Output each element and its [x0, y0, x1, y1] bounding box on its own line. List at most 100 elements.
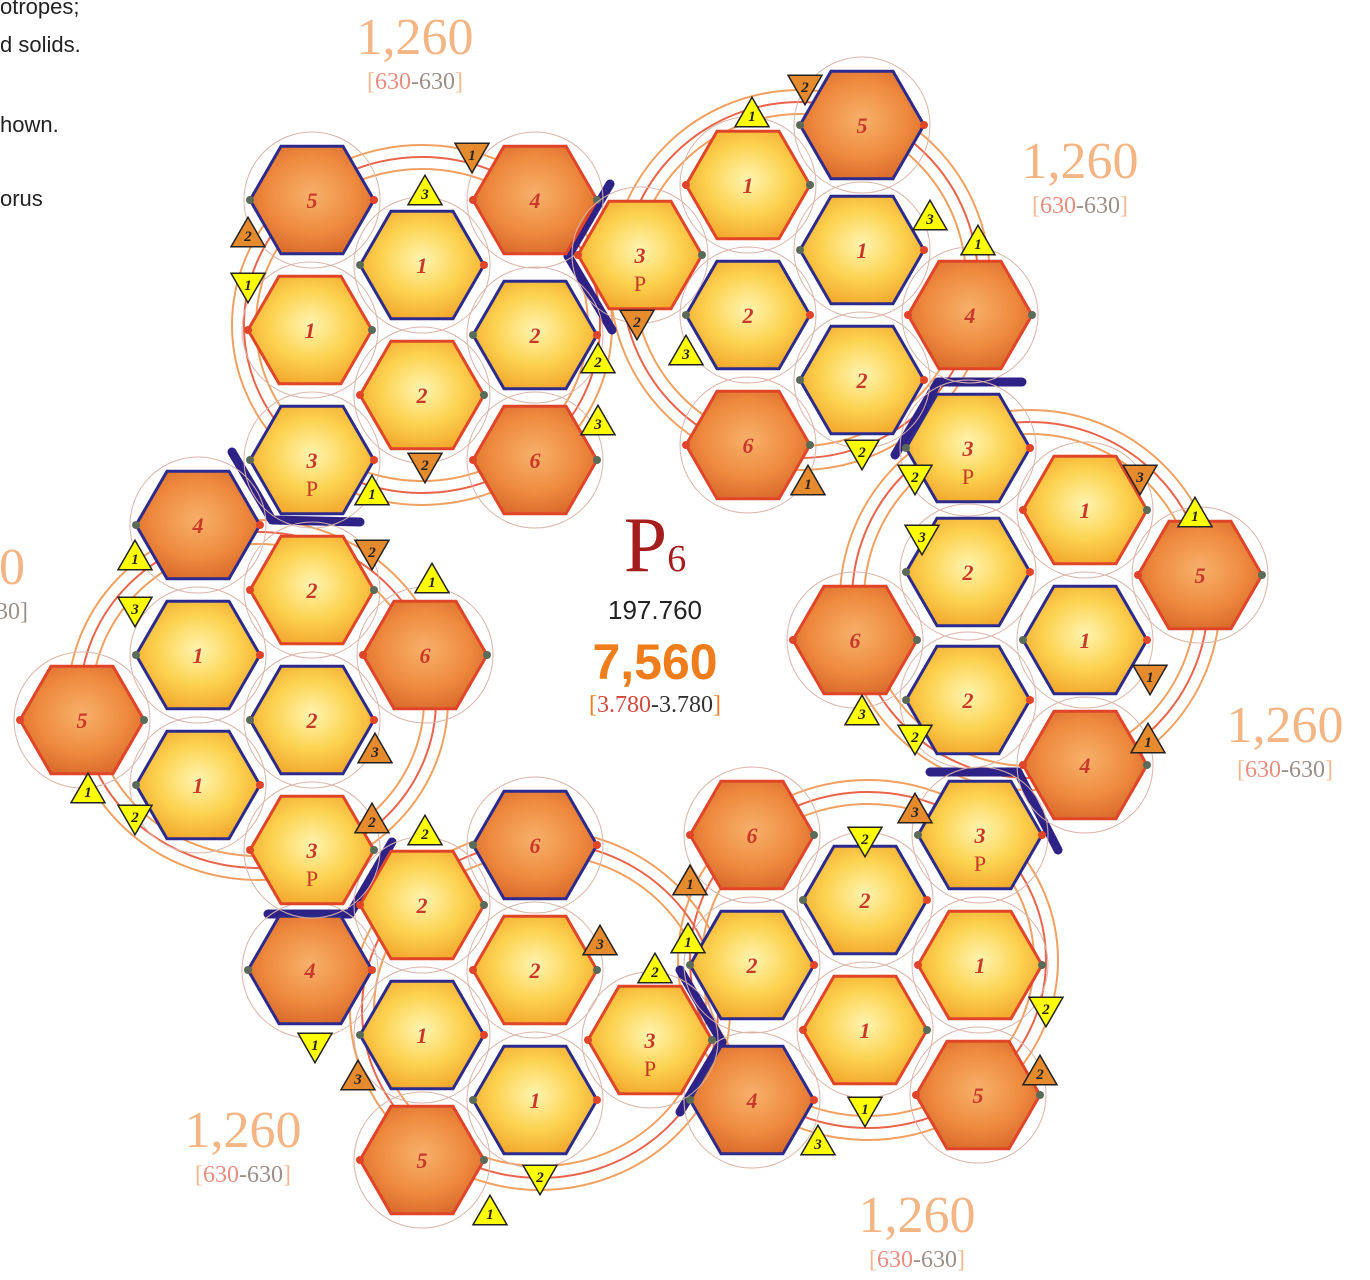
triangle-marker: 1 — [453, 142, 491, 175]
svg-text:2: 2 — [130, 810, 139, 826]
svg-text:2: 2 — [420, 827, 429, 843]
svg-text:2: 2 — [367, 815, 376, 831]
core-hexagon: 2 — [793, 311, 931, 449]
side-text-3: hown. — [0, 112, 59, 137]
connector-bar — [925, 767, 1063, 855]
hex-label: 4 — [1079, 753, 1091, 778]
hex-label: 1 — [305, 318, 316, 343]
triangle-marker: 1 — [69, 771, 107, 804]
hex-label: 3 — [306, 448, 318, 473]
outer-hexagon: 6 — [683, 766, 821, 904]
hex-label: 5 — [973, 1083, 984, 1108]
triangle-marker: 2 — [896, 724, 934, 757]
svg-text:1: 1 — [244, 278, 252, 294]
hex-p-label: P — [644, 1056, 656, 1081]
hex-label: 1 — [417, 253, 428, 278]
svg-text:3: 3 — [917, 530, 926, 546]
count-value: 1,260 — [858, 1187, 976, 1244]
triangle-marker: 2 — [229, 215, 267, 248]
side-text-4: orus — [0, 186, 43, 211]
core-hexagon: 1 — [241, 261, 379, 399]
center-title: P6 — [623, 501, 687, 588]
svg-text:2: 2 — [650, 965, 659, 981]
triangle-marker: 1 — [789, 463, 827, 496]
svg-text:3: 3 — [910, 805, 919, 821]
core-hexagon: 3P — [581, 971, 719, 1109]
svg-text:3: 3 — [857, 707, 866, 723]
triangle-marker: 2 — [896, 464, 934, 497]
hex-label: 3 — [634, 243, 646, 268]
svg-text:2: 2 — [910, 470, 919, 486]
orbit-ring — [677, 779, 1059, 1141]
core-hexagon: 1 — [1016, 441, 1154, 579]
hex-label: 6 — [850, 628, 861, 653]
core-hexagon: 1 — [796, 961, 934, 1099]
hex-label: 1 — [193, 643, 204, 668]
center-total: 7,560 — [592, 634, 718, 690]
triangle-marker: 3 — [339, 1058, 377, 1091]
triangle-marker: 1 — [116, 538, 154, 571]
triangle-marker: 2 — [636, 951, 674, 984]
triangle-marker: 2 — [116, 804, 154, 837]
outer-hexagon: 6 — [466, 776, 604, 914]
hex-label: 3 — [306, 838, 318, 863]
svg-text:2: 2 — [367, 545, 376, 561]
center-label: P6 197.760 7,560 [3.780-3.780] — [530, 505, 780, 719]
hex-label: 5 — [1195, 563, 1206, 588]
hex-label: 5 — [417, 1148, 428, 1173]
hex-label: 4 — [746, 1088, 758, 1113]
hex-label: 2 — [962, 560, 974, 585]
orbit-ring — [243, 156, 601, 494]
core-hexagon: 2 — [243, 521, 381, 659]
count-right: 1,260 [630-630] — [1210, 700, 1360, 784]
hex-label: 6 — [420, 643, 431, 668]
triangle-marker: 3 — [116, 596, 154, 629]
outer-hexagon: 5 — [909, 1026, 1047, 1164]
hex-label: 2 — [306, 708, 318, 733]
triangle-marker: 2 — [579, 341, 617, 374]
core-hexagon: 1 — [466, 1031, 604, 1169]
svg-text:3: 3 — [1135, 470, 1144, 486]
connector-bar — [675, 965, 727, 1117]
outer-hexagon: 4 — [466, 131, 604, 269]
triangle-marker: 1 — [671, 863, 709, 896]
hex-label: 2 — [416, 893, 428, 918]
svg-text:2: 2 — [910, 730, 919, 746]
triangle-marker: 3 — [799, 1123, 837, 1156]
core-hexagon: 2 — [466, 901, 604, 1039]
svg-text:1: 1 — [131, 552, 139, 568]
triangle-marker: 2 — [843, 439, 881, 472]
triangle-marker: 3 — [896, 791, 934, 824]
hex-label: 1 — [860, 1018, 871, 1043]
svg-text:1: 1 — [84, 785, 92, 801]
triangle-marker: 2 — [618, 309, 656, 342]
triangle-marker: 3 — [843, 693, 881, 726]
center-range: [3.780-3.780] — [589, 692, 721, 718]
svg-text:3: 3 — [681, 347, 690, 363]
hex-label: 4 — [529, 188, 541, 213]
svg-text:2: 2 — [1035, 1067, 1044, 1083]
core-hexagon: 3P — [243, 781, 381, 919]
hex-p-label: P — [974, 851, 986, 876]
count-top: 1,260 [630-630] — [340, 12, 490, 96]
outer-hexagon: 4 — [241, 901, 379, 1039]
outer-hexagon: 4 — [901, 246, 1039, 384]
hex-label: 1 — [530, 1088, 541, 1113]
core-hexagon: 1 — [1016, 571, 1154, 709]
outer-hexagon: 5 — [353, 1091, 491, 1229]
svg-text:1: 1 — [686, 877, 694, 893]
orbit-ring — [689, 791, 1047, 1129]
triangle-marker: 3 — [903, 524, 941, 557]
connector-bar — [563, 251, 617, 335]
svg-text:1: 1 — [368, 487, 376, 503]
svg-text:2: 2 — [632, 315, 641, 331]
triangle-marker: 1 — [296, 1032, 334, 1065]
hex-label: 2 — [962, 688, 974, 713]
count-lower-left: 1,260 [630-630] — [168, 1105, 318, 1189]
svg-text:3: 3 — [370, 745, 379, 761]
hex-label: 5 — [77, 708, 88, 733]
core-hexagon: 2 — [899, 631, 1037, 769]
hex-p-label: P — [306, 866, 318, 891]
svg-text:2: 2 — [800, 80, 809, 96]
hex-label: 1 — [743, 173, 754, 198]
